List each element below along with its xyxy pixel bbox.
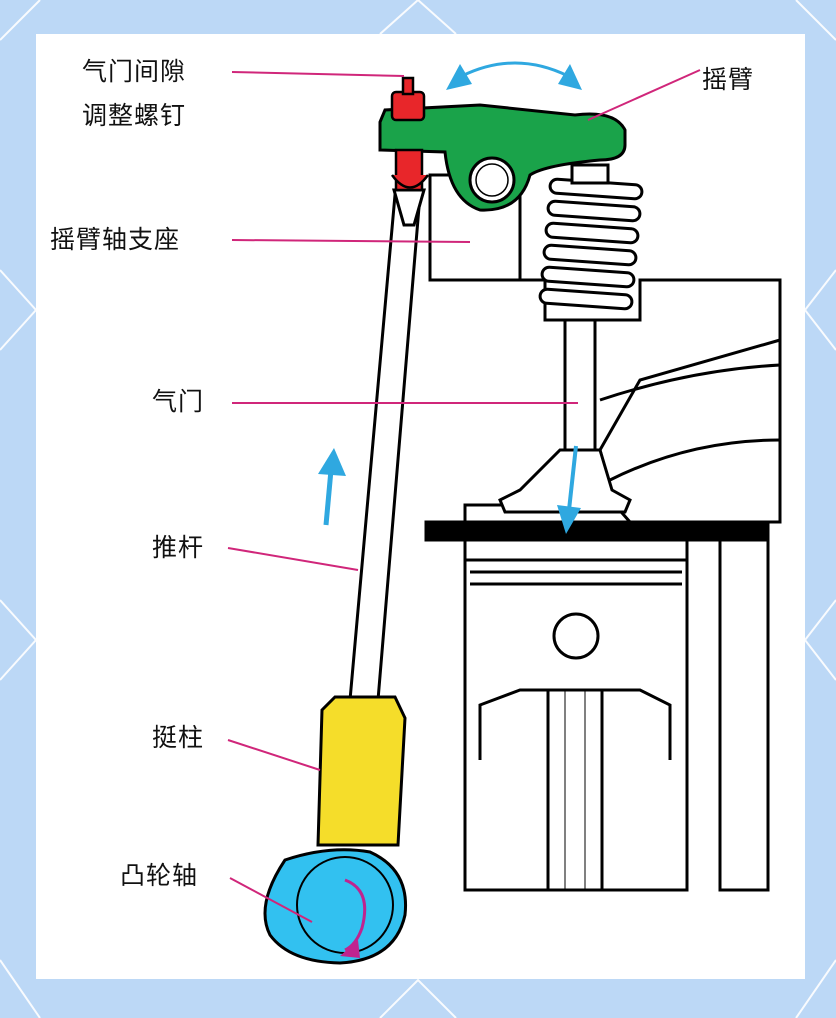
rocker-arm — [378, 103, 627, 212]
camshaft — [263, 848, 408, 965]
clearance-screw-label-line2: 调整螺钉 — [82, 101, 187, 130]
adjusting-screw — [390, 76, 430, 192]
rocker-arrow-left-head — [446, 64, 472, 90]
tappet-label: 挺柱 — [152, 723, 205, 752]
valve-train-diagram — [227, 61, 782, 965]
tappet — [316, 695, 407, 847]
valve-label: 气门 — [152, 387, 205, 416]
clearance-screw-label-line1: 气门间隙 — [82, 57, 187, 86]
diagram-panel: 气门间隙 调整螺钉 摇臂 摇臂轴支座 气门 推杆 挺柱 凸轮轴 — [36, 34, 805, 979]
rocker-arm-label: 摇臂 — [702, 65, 755, 94]
valve — [498, 318, 632, 514]
cylinder-piston — [424, 520, 770, 892]
rocker-motion-arrow — [461, 61, 569, 78]
valve-down-arrow — [557, 445, 581, 534]
push-rod-label: 推杆 — [152, 533, 205, 562]
camshaft-label: 凸轮轴 — [120, 861, 199, 890]
rocker-shaft-support-label: 摇臂轴支座 — [50, 225, 181, 254]
rocker-arrow-right-head — [558, 64, 582, 90]
leader-lines — [227, 69, 701, 923]
valve-spring — [538, 163, 644, 311]
push-rod — [348, 188, 426, 702]
pushrod-up-arrow — [318, 448, 346, 526]
